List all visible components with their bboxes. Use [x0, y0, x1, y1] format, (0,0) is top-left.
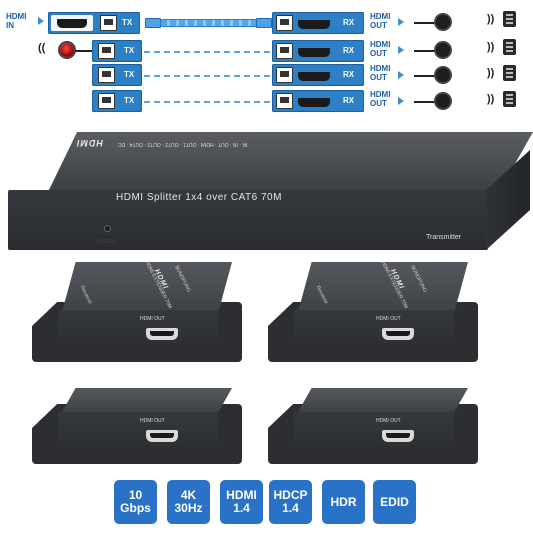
remote-control-icon: [503, 91, 516, 107]
transmitter-front-panel: HDMI Splitter 1x4 over CAT6 70M Transmit…: [8, 190, 488, 250]
ir-cable: [414, 50, 436, 52]
rx-tag: RX: [343, 18, 355, 27]
rx-tag: RX: [343, 96, 355, 105]
output-arrow-icon: [398, 46, 404, 54]
rx-tag: RX: [343, 70, 355, 79]
cat6-cable: [160, 19, 258, 27]
input-arrow-icon: [38, 17, 44, 25]
ir-cable: [75, 50, 93, 52]
transmitter-device: HDMI IR · IN · OUT · HDMI · OUT1 · OUT2 …: [8, 132, 533, 256]
rj45-port-icon: [98, 93, 115, 109]
badge-hdcp-version: HDCP 1.4: [269, 480, 312, 524]
hdmi-port-icon: [57, 19, 87, 28]
ir-signal-icon: ((: [38, 42, 46, 54]
hdmi-out-port: [382, 328, 414, 340]
hdmi-port-icon: [298, 48, 330, 57]
hdmi-out-port: [146, 328, 178, 340]
ir-signal-icon: )): [487, 41, 495, 53]
link-line: [144, 75, 270, 77]
ir-signal-icon: )): [487, 13, 495, 25]
hdmi-out-silkscreen: HDMI OUT: [376, 418, 401, 424]
rj45-port-icon: [98, 67, 115, 83]
transmitter-title: HDMI Splitter 1x4 over CAT6 70M: [116, 192, 282, 203]
badge-hdmi-version: HDMI 1.4: [220, 480, 263, 524]
receiver-brand: BUNGPUNG: [173, 264, 192, 294]
rj45-port-icon: [276, 67, 293, 83]
receiver-device: HDMI OUT: [268, 364, 478, 464]
output-arrow-icon: [398, 71, 404, 79]
output-arrow-icon: [398, 97, 404, 105]
receiver-role: Receiver: [78, 284, 94, 306]
link-line: [144, 101, 270, 103]
ir-receiver-icon: [436, 94, 450, 108]
power-led-icon: [105, 226, 110, 231]
receiver-device: HDMI OUT: [32, 364, 242, 464]
badge-resolution: 4K 30Hz: [167, 480, 210, 524]
hdmi-out-silkscreen: HDMI OUT: [376, 316, 401, 322]
rj45-port-icon: [276, 43, 293, 59]
link-line: [144, 51, 270, 53]
hdmi-logo: HDMI: [76, 138, 103, 148]
hdmi-out-silkscreen: HDMI OUT: [140, 418, 165, 424]
rj45-port-icon: [100, 15, 117, 31]
receiver-device: HDMI BUNGPUNG HDMI EXTENDER 70M Receiver…: [32, 262, 242, 362]
receiver-brand: BUNGPUNG: [409, 264, 428, 294]
tx-tag: TX: [124, 46, 135, 55]
hdmi-out-label: HDMI OUT: [370, 12, 391, 30]
hdmi-out-label: HDMI OUT: [370, 90, 391, 108]
ir-cable: [414, 22, 436, 24]
rx-tag: RX: [343, 46, 355, 55]
hdmi-out-label: HDMI OUT: [370, 40, 391, 58]
remote-control-icon: [503, 39, 516, 55]
output-arrow-icon: [398, 18, 404, 26]
hdmi-out-port: [146, 430, 178, 442]
ir-cable: [414, 101, 436, 103]
hdmi-out-label: HDMI OUT: [370, 64, 391, 82]
rj45-port-icon: [276, 93, 293, 109]
receiver-role: Receiver: [314, 284, 330, 306]
tx-tag: TX: [124, 70, 135, 79]
rj45-port-icon: [276, 15, 293, 31]
ir-signal-icon: )): [487, 67, 495, 79]
rj45-plug-icon: [256, 18, 272, 28]
ir-receiver-icon: [60, 43, 74, 57]
ir-receiver-icon: [436, 43, 450, 57]
hdmi-port-icon: [298, 98, 330, 107]
transmitter-top-panel: HDMI IR · IN · OUT · HDMI · OUT1 · OUT2 …: [48, 132, 533, 192]
tx-tag: TX: [122, 18, 133, 27]
hdmi-out-port: [382, 430, 414, 442]
transmitter-role: Transmitter: [426, 234, 462, 241]
rj45-port-icon: [98, 43, 115, 59]
remote-control-icon: [503, 11, 516, 27]
rj45-plug-icon: [145, 18, 161, 28]
tx-tag: TX: [124, 96, 135, 105]
receiver-device: HDMI BUNGPUNG HDMI EXTENDER 70M Receiver…: [268, 262, 478, 362]
badge-edid: EDID: [373, 480, 416, 524]
hdmi-port-icon: [298, 72, 330, 81]
badge-hdr: HDR: [322, 480, 365, 524]
badge-bandwidth: 10 Gbps: [114, 480, 157, 524]
ir-receiver-icon: [436, 68, 450, 82]
ir-cable: [414, 75, 436, 77]
ir-signal-icon: )): [487, 93, 495, 105]
hdmi-in-label: HDMI IN: [6, 12, 27, 30]
ir-receiver-icon: [436, 15, 450, 29]
hdmi-port-icon: [298, 20, 330, 29]
hdmi-out-silkscreen: HDMI OUT: [140, 316, 165, 322]
remote-control-icon: [503, 65, 516, 81]
power-label: POWER: [97, 239, 116, 245]
port-silkscreen: IR · IN · OUT · HDMI · OUT1 · OUT2 · OUT…: [118, 141, 248, 147]
